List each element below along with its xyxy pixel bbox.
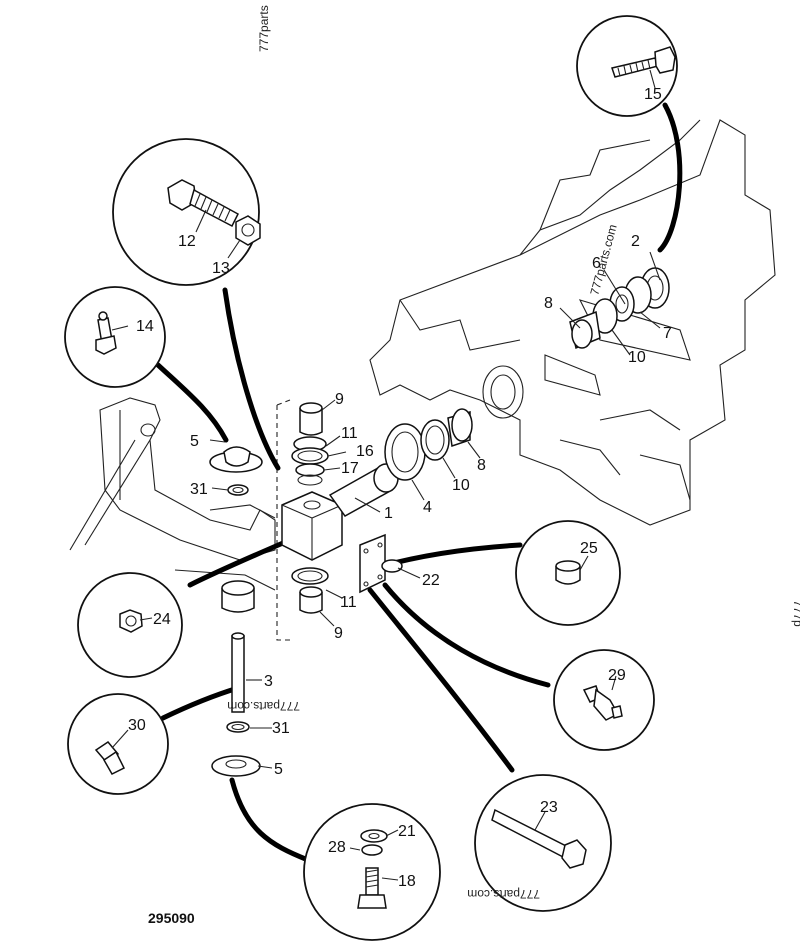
washer-31-cap-5-bottom	[211, 721, 261, 777]
detail-circle-14	[64, 286, 166, 388]
bush-under-bracket	[221, 580, 255, 613]
callout-12: 12	[178, 233, 196, 250]
nut-24	[119, 609, 143, 633]
callout-18: 18	[398, 873, 416, 890]
callout-5-top: 5	[190, 433, 199, 450]
flange-plate-22	[359, 533, 403, 594]
callout-6: 6	[592, 255, 601, 272]
callout-15: 15	[644, 86, 662, 103]
bush-25	[555, 560, 581, 585]
watermark-top: 777parts	[257, 5, 271, 52]
callout-25: 25	[580, 540, 598, 557]
callout-31-top: 31	[190, 481, 208, 498]
watermark-right-edge: 777p	[791, 600, 800, 627]
bearing-components-2-6-7-8-10	[569, 267, 670, 350]
seals-11-16-17-top	[291, 436, 329, 486]
drawing-number: 295090	[148, 910, 195, 926]
pin-3	[231, 632, 245, 713]
callout-8-right: 8	[544, 295, 553, 312]
callout-10-right: 10	[628, 349, 646, 366]
bolt-12-nut-13	[167, 179, 261, 246]
callout-9-top: 9	[335, 391, 344, 408]
bolt-18-washers-21-28	[357, 829, 388, 909]
callout-14: 14	[136, 318, 154, 335]
callout-1: 1	[384, 505, 393, 522]
callout-5-bottom: 5	[274, 761, 283, 778]
fitting-29	[582, 685, 623, 721]
callout-23: 23	[540, 799, 558, 816]
fitting-14	[95, 311, 117, 355]
callout-7: 7	[663, 325, 672, 342]
callout-2: 2	[631, 233, 640, 250]
left-bracket-outline	[69, 397, 276, 591]
callout-30: 30	[128, 717, 146, 734]
callout-11-bottom: 11	[340, 594, 357, 611]
callout-labels: 1 2 3 4 5 5 6 7 8 8 9 9 10 10 11 11 12 1…	[128, 86, 672, 890]
seal-11-pin-9-bottom	[291, 567, 329, 614]
seals-4-10-8	[384, 408, 473, 481]
callout-16: 16	[356, 443, 374, 460]
machine-frame-outline	[369, 119, 776, 526]
callout-8-seal: 8	[477, 457, 486, 474]
detail-circle-12-13	[112, 138, 260, 286]
detail-leader-lines	[155, 102, 683, 863]
callout-31-bottom: 31	[272, 720, 290, 737]
detail-circle-30	[67, 693, 169, 795]
callout-24: 24	[153, 611, 171, 628]
callout-17: 17	[341, 460, 359, 477]
watermark-bottom: 777parts.com	[467, 887, 540, 901]
watermark-pin: 777parts.com	[227, 699, 300, 713]
callout-21: 21	[398, 823, 416, 840]
cap-5-top	[209, 446, 263, 496]
callout-11-top: 11	[341, 425, 358, 442]
callout-3: 3	[264, 673, 273, 690]
callout-ticks	[111, 69, 661, 881]
pin-9-top	[299, 402, 323, 436]
callout-29: 29	[608, 667, 626, 684]
callout-4: 4	[423, 499, 432, 516]
callout-28: 28	[328, 839, 346, 856]
bolt-15	[611, 46, 676, 78]
bolt-23	[491, 808, 587, 869]
callout-9-bottom: 9	[334, 625, 343, 642]
assembly-dashed-lines	[276, 399, 291, 641]
callout-10-seal: 10	[452, 477, 470, 494]
callout-22: 22	[422, 572, 440, 589]
callout-13: 13	[212, 260, 230, 277]
